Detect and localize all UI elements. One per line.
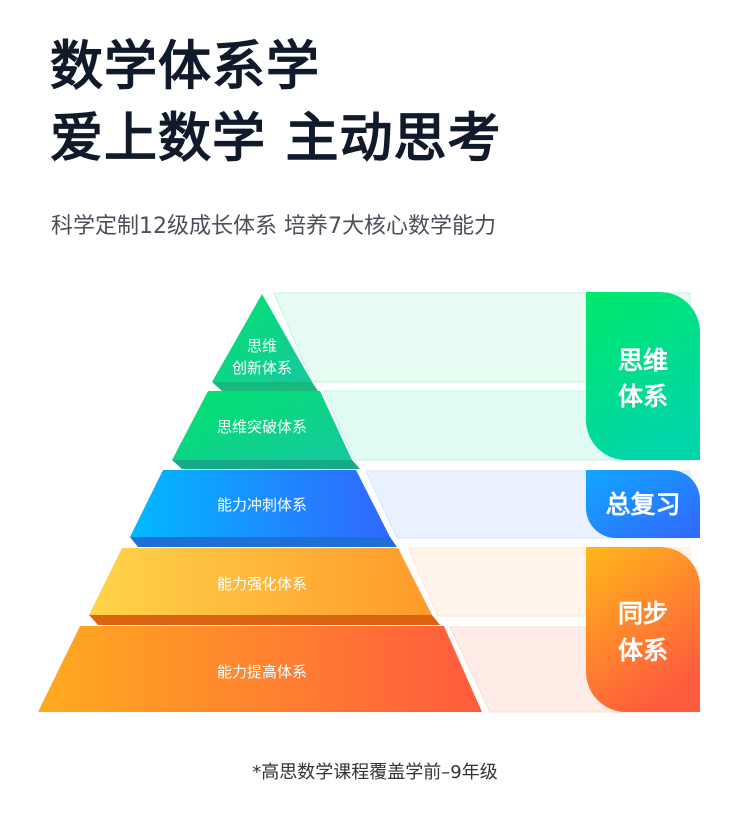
group-thinking-badge (586, 292, 700, 460)
tier-shadow (130, 537, 397, 547)
tier-4-label: 能力强化体系 (217, 575, 307, 593)
subtitle: 科学定制12级成长体系 培养7大核心数学能力 (51, 214, 496, 239)
tier-2-label: 思维突破体系 (217, 418, 307, 436)
pyramid-tier-1 (212, 294, 312, 382)
tier-1-label-line2: 创新体系 (232, 359, 292, 377)
title-line-2: 爱上数学 主动思考 (50, 108, 502, 169)
group-sync-line1: 同步 (618, 599, 668, 628)
group-thinking-line1: 思维 (618, 346, 668, 375)
tier-5-label: 能力提高体系 (217, 663, 307, 681)
group-sync-line2: 体系 (618, 636, 668, 665)
group-review-badge (586, 470, 700, 538)
pyramid-tier-3 (130, 470, 390, 537)
group-review-label: 总复习 (605, 490, 680, 519)
tier-1-label-line1: 思维 (247, 337, 277, 355)
pyramid-tier-5 (38, 626, 482, 712)
pyramid-tier-4 (89, 548, 432, 615)
group-sync-badge (586, 547, 700, 712)
group-thinking-line2: 体系 (618, 382, 668, 411)
tier-shadow (212, 382, 318, 391)
tier-3-label: 能力冲刺体系 (217, 496, 307, 514)
title-line-1: 数学体系学 (50, 36, 320, 97)
pyramid-tier-2 (172, 391, 352, 460)
footer-note: *高思数学课程覆盖学前–9年级 (252, 762, 498, 783)
tier-shadow (89, 615, 440, 625)
tier-shadow (172, 460, 360, 469)
